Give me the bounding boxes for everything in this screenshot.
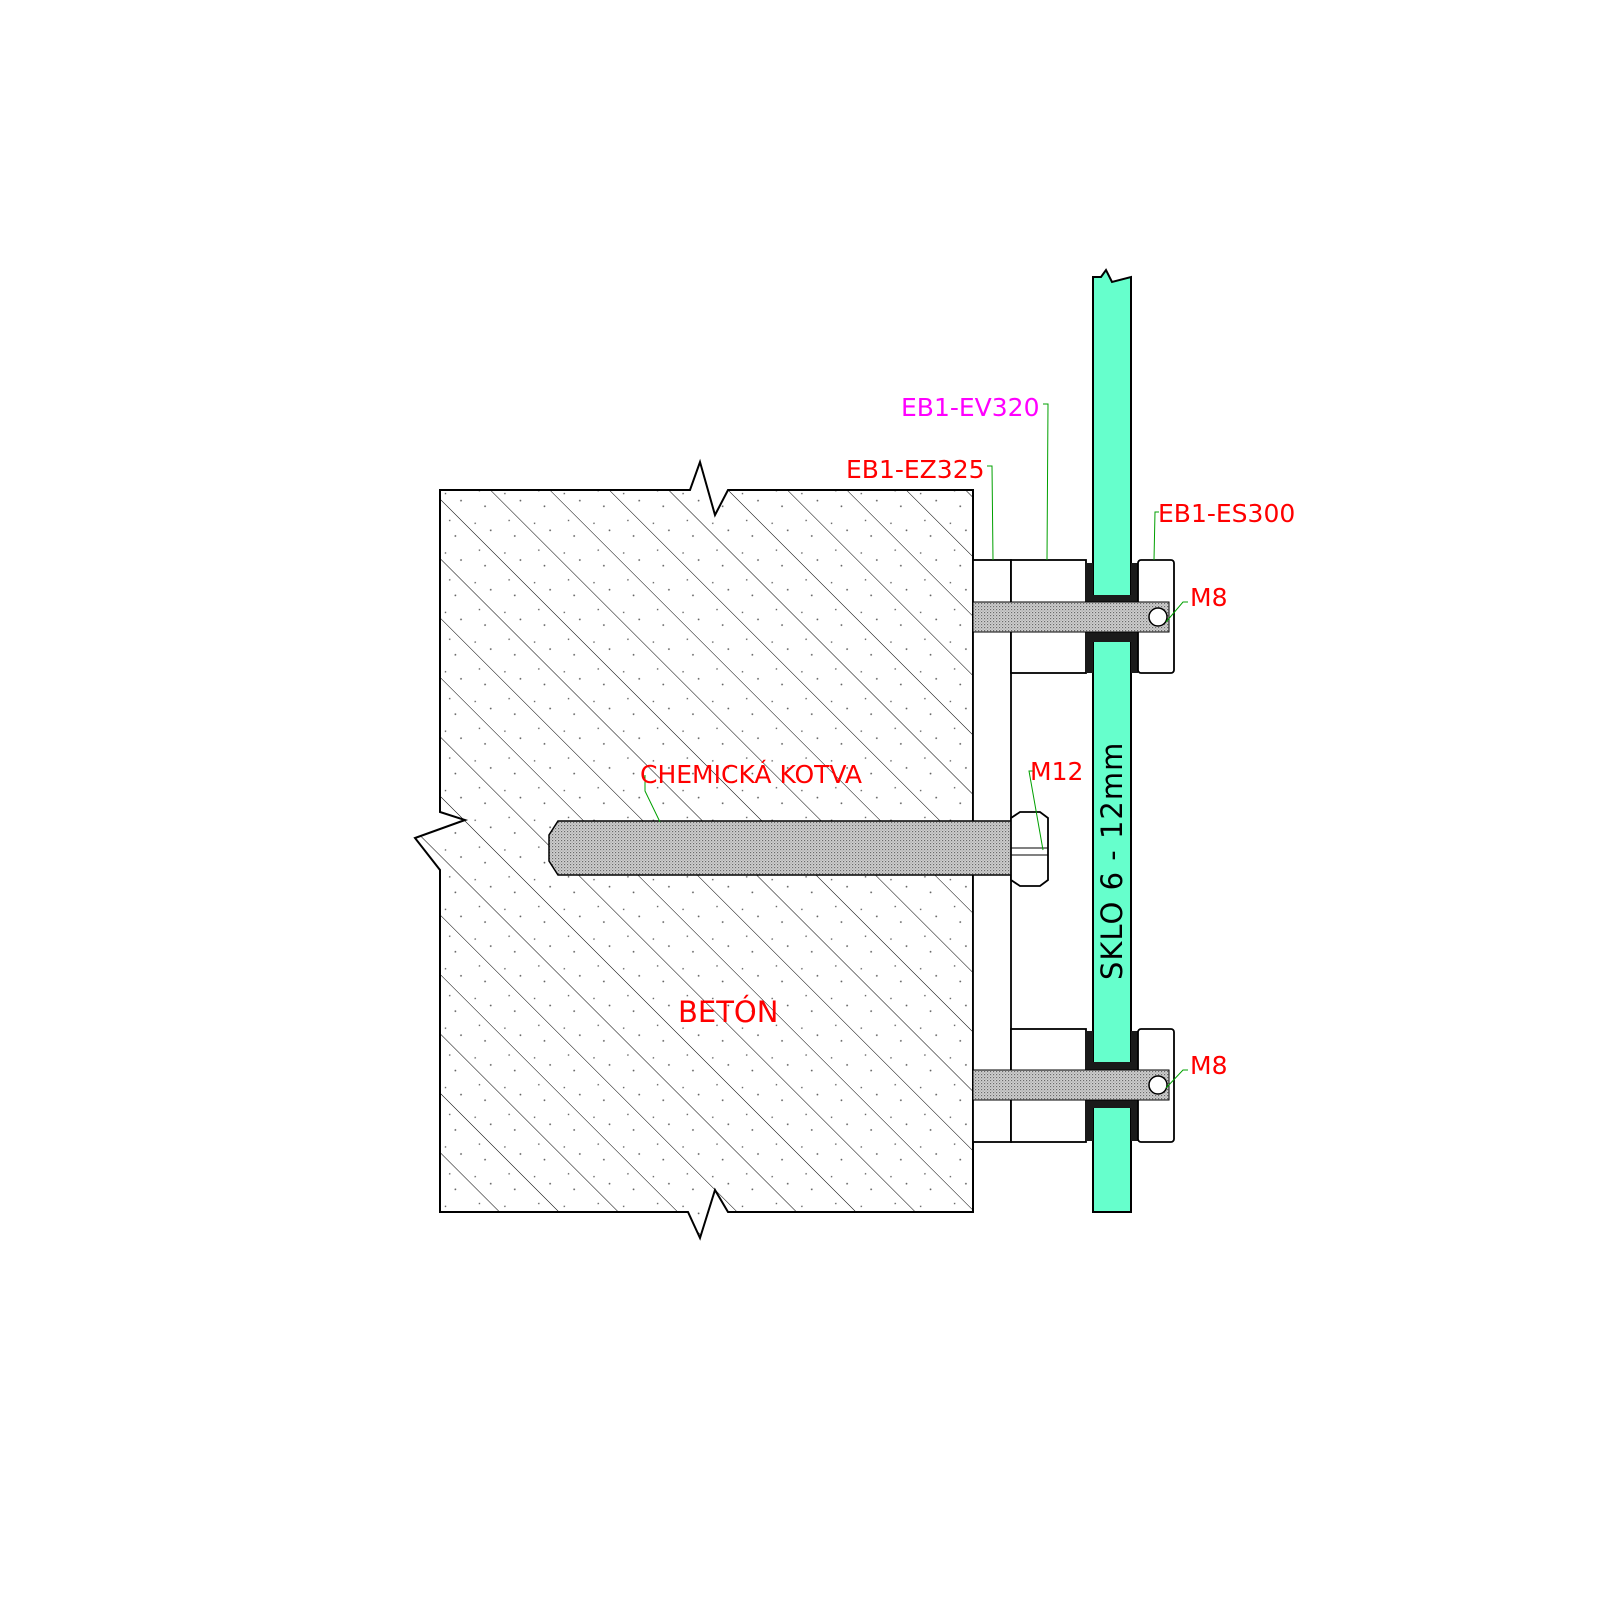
bolt-m8-bottom [972, 1069, 1170, 1101]
leader-ez325 [987, 465, 994, 561]
label-m8-top: M8 [1190, 583, 1227, 612]
label-anchor: CHEMICKÁ KOTVA [640, 760, 862, 789]
bolt-m8-top [972, 601, 1170, 633]
label-ez325: EB1-EZ325 [846, 455, 985, 484]
label-concrete: BETÓN [678, 995, 778, 1029]
leader-m8-top [1165, 601, 1188, 623]
label-glass: SKLO 6 - 12mm [1095, 742, 1129, 980]
label-es300: EB1-ES300 [1158, 499, 1295, 528]
anchor-rod-m12 [548, 820, 1041, 876]
leader-anchor [644, 775, 661, 823]
label-m12: M12 [1030, 757, 1083, 786]
leader-m12 [1028, 770, 1044, 851]
label-m8-bottom: M8 [1190, 1051, 1227, 1080]
leader-es300 [1153, 511, 1159, 561]
leader-m8-bottom [1165, 1069, 1188, 1089]
bolt-head-top [1148, 607, 1168, 627]
label-ev320: EB1-EV320 [901, 393, 1040, 422]
anchor-nut [1010, 811, 1049, 887]
leader-ev320 [1043, 403, 1049, 561]
bolt-head-bottom [1148, 1075, 1168, 1095]
glass-panel [1092, 268, 1132, 1213]
